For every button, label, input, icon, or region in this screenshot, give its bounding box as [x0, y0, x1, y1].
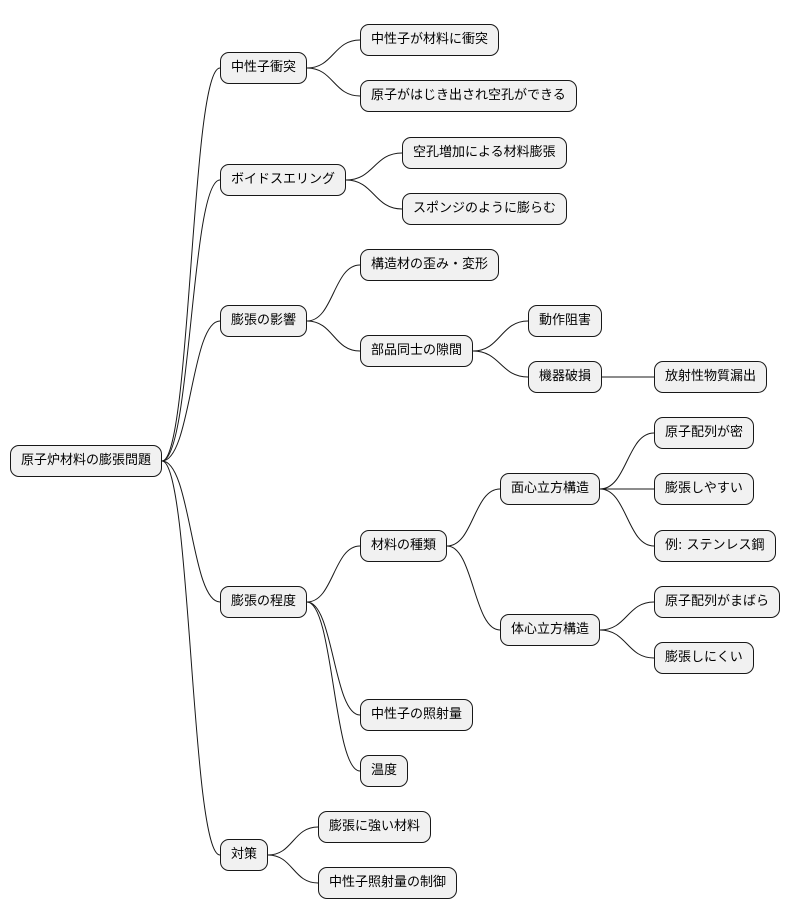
- leaf-sponge-like: スポンジのように膨らむ: [402, 193, 568, 225]
- leaf-example-stainless: 例: ステンレス鋼: [654, 530, 776, 562]
- leaf-resists-expansion: 膨張しにくい: [654, 642, 754, 674]
- node-bcc-structure: 体心立方構造: [500, 614, 601, 646]
- edge-n4a1-n4a1c: [599, 488, 655, 547]
- node-component-gaps: 部品同士の隙間: [360, 335, 474, 367]
- edge-root-n5: [161, 460, 221, 856]
- branch-expansion-effects: 膨張の影響: [220, 305, 308, 337]
- edge-root-n4: [161, 460, 221, 603]
- leaf-dose-control: 中性子照射量の制御: [318, 867, 458, 899]
- edge-n2-n2b: [345, 179, 403, 210]
- root-node: 原子炉材料の膨張問題: [10, 445, 163, 477]
- edge-n4a-n4a2: [446, 545, 501, 631]
- edge-n5-n5a: [267, 826, 319, 856]
- edge-n4a-n4a1: [446, 488, 501, 547]
- branch-neutron-collision: 中性子衝突: [220, 52, 308, 84]
- leaf-expands-easily: 膨張しやすい: [654, 473, 754, 505]
- leaf-dense-atoms: 原子配列が密: [654, 417, 755, 449]
- edge-n5-n5b: [267, 854, 319, 884]
- leaf-structural-distortion: 構造材の歪み・変形: [360, 249, 500, 281]
- node-equipment-damage: 機器破損: [528, 361, 603, 393]
- edge-n2-n2a: [345, 152, 403, 181]
- leaf-neutron-dose: 中性子の照射量: [360, 699, 474, 731]
- branch-countermeasures: 対策: [220, 839, 269, 871]
- leaf-radioactive-leak: 放射性物質漏出: [654, 361, 768, 393]
- edge-n3b-n3b2: [472, 350, 529, 378]
- leaf-vacancy-expansion: 空孔増加による材料膨張: [402, 137, 567, 169]
- leaf-resistant-material: 膨張に強い材料: [318, 811, 432, 843]
- leaf-sparse-atoms: 原子配列がまばら: [654, 586, 781, 618]
- edge-n4-n4c: [306, 601, 361, 772]
- edge-n4-n4b: [306, 601, 361, 716]
- branch-void-swelling: ボイドスエリング: [220, 164, 347, 196]
- node-fcc-structure: 面心立方構造: [500, 473, 601, 505]
- edge-n1-n1a: [306, 39, 361, 69]
- leaf-temperature: 温度: [360, 755, 409, 787]
- edge-n4-n4a: [306, 545, 361, 603]
- leaf-operation-obstruction: 動作阻害: [528, 305, 603, 337]
- edge-n4a2-n4a2b: [599, 629, 655, 659]
- edge-n4a2-n4a2a: [599, 601, 655, 631]
- edge-n3b-n3b1: [472, 320, 529, 352]
- edge-n3-n3b: [306, 320, 361, 352]
- leaf-neutron-hits-material: 中性子が材料に衝突: [360, 24, 500, 56]
- edge-root-n1: [161, 67, 221, 462]
- edge-root-n2: [161, 179, 221, 462]
- edge-n4a1-n4a1a: [599, 432, 655, 490]
- node-material-type: 材料の種類: [360, 530, 448, 562]
- branch-expansion-degree: 膨張の程度: [220, 586, 308, 618]
- edge-n3-n3a: [306, 264, 361, 322]
- edge-n1-n1b: [306, 67, 361, 97]
- edge-root-n3: [161, 320, 221, 462]
- leaf-atoms-ejected-vacancies: 原子がはじき出され空孔ができる: [360, 80, 577, 112]
